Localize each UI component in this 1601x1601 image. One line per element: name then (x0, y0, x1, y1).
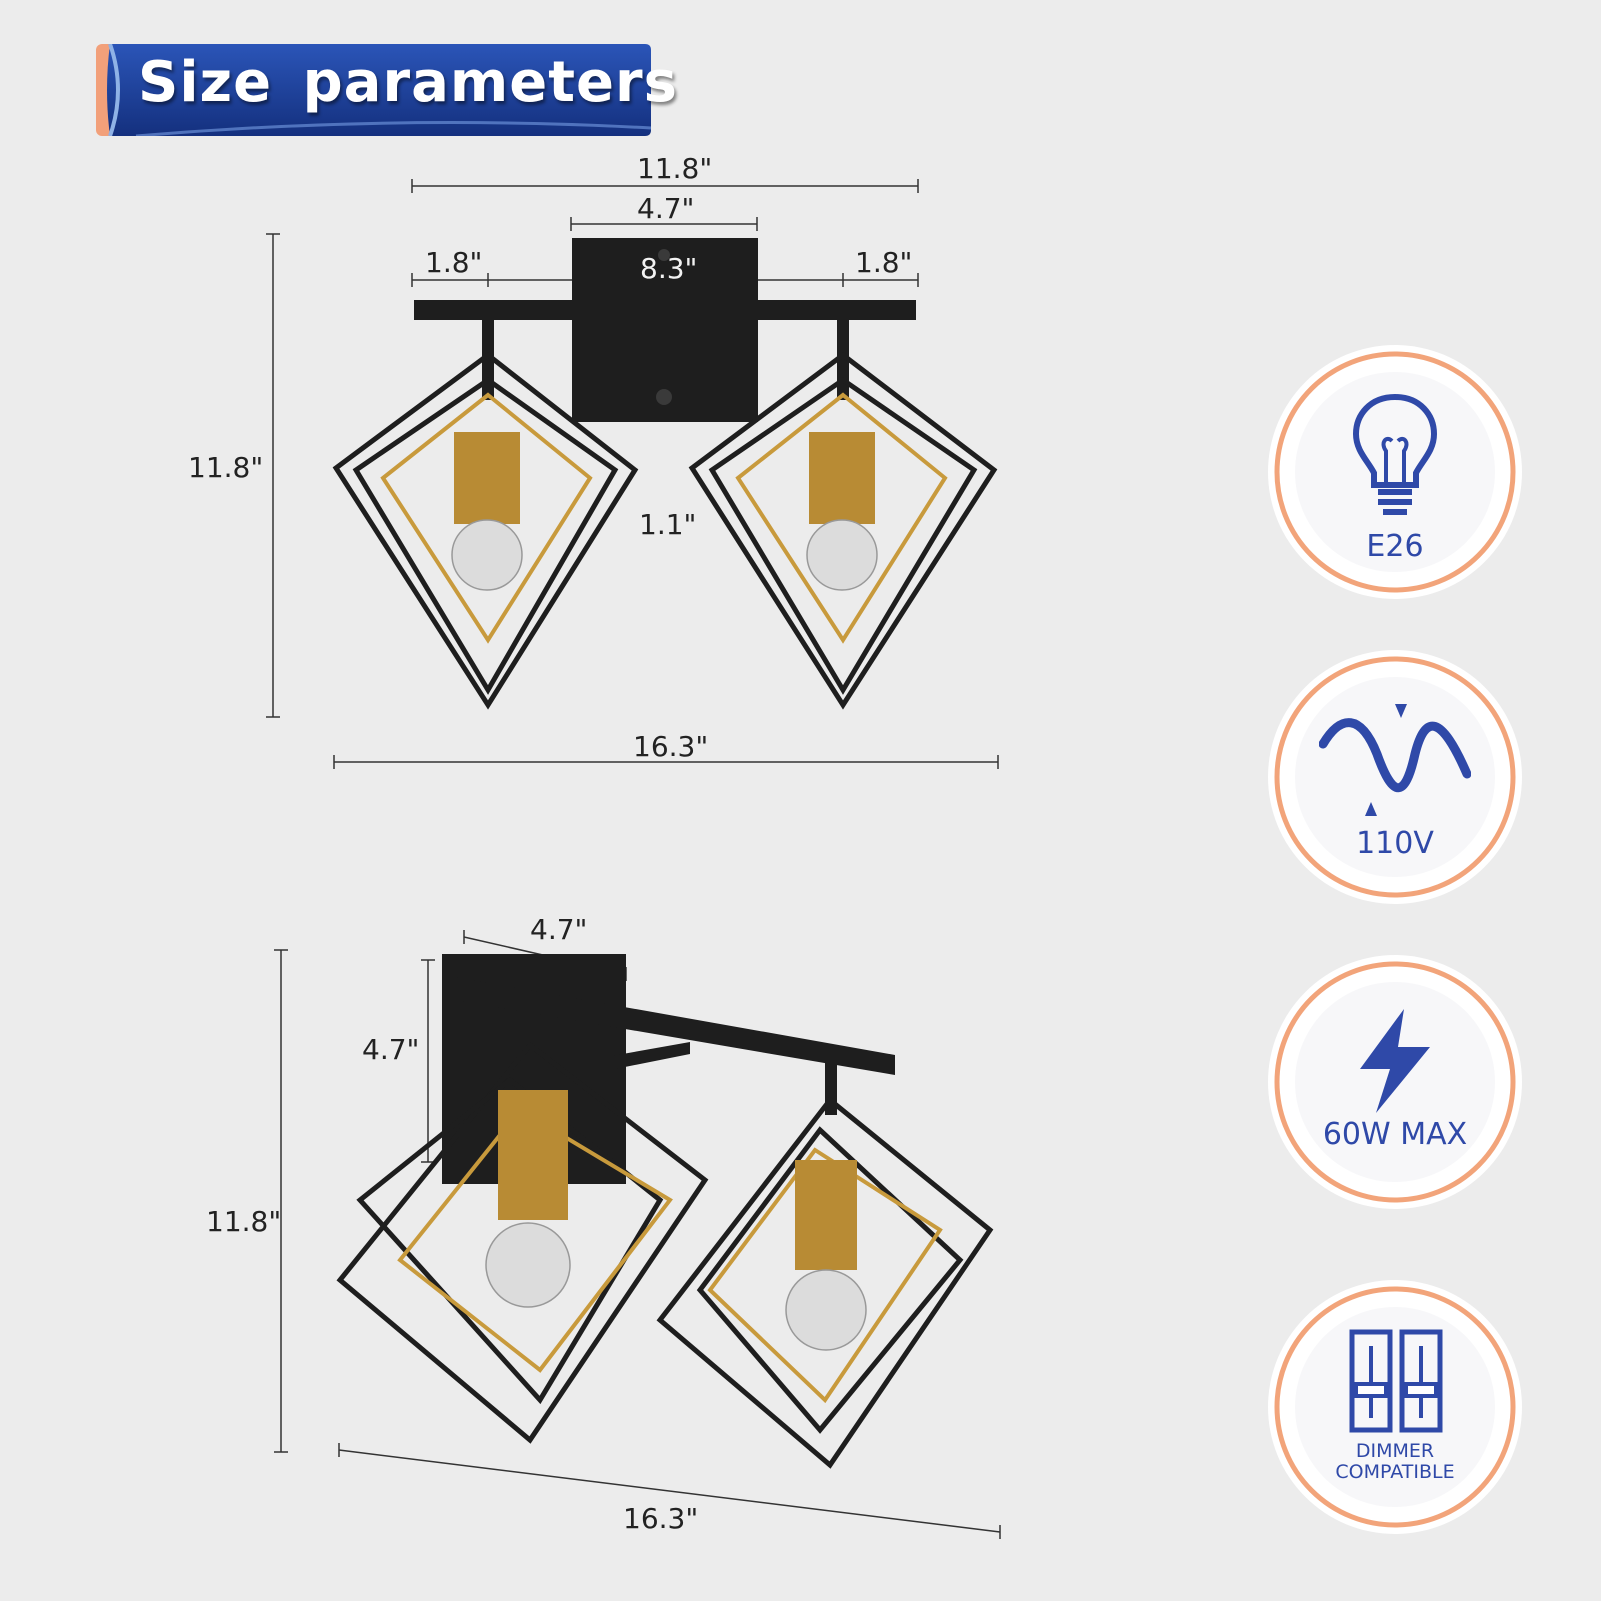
wave-icon (1319, 704, 1471, 816)
badge-60w: 60W MAX (1264, 951, 1526, 1213)
front-view-fixture (332, 238, 998, 710)
front-overall-width-label: 11.8" (637, 152, 713, 185)
lightning-icon (1360, 1009, 1430, 1113)
page-title: Size parameters (138, 50, 678, 115)
front-center-span-label: 8.3" (640, 252, 698, 285)
front-total-width-label: 16.3" (633, 730, 709, 763)
badge-dimmer: DIMMER COMPATIBLE (1264, 1276, 1526, 1538)
front-gap-label: 1.1" (639, 508, 697, 541)
dimmer-icon (1349, 1329, 1443, 1433)
front-height-label: 11.8" (188, 451, 264, 484)
front-right-arm-label: 1.8" (855, 246, 913, 279)
front-left-arm-label: 1.8" (425, 246, 483, 279)
header-banner (96, 43, 652, 138)
front-plate-width-label: 4.7" (637, 192, 695, 225)
banner-background (96, 43, 652, 138)
bulb-icon (1352, 393, 1438, 515)
badge-e26-label: E26 (1366, 529, 1424, 564)
badge-ring (1268, 345, 1522, 599)
badge-110v-label: 110V (1356, 826, 1434, 861)
badge-dimmer-label-line1: DIMMER (1355, 1440, 1435, 1462)
badge-dimmer-label-line2: COMPATIBLE (1335, 1461, 1455, 1483)
badge-e26: E26 (1264, 341, 1526, 603)
side-height-label: 11.8" (206, 1205, 282, 1238)
side-view-fixture (336, 954, 994, 1469)
badge-60w-label: 60W MAX (1322, 1117, 1468, 1152)
side-total-width-label: 16.3" (623, 1502, 699, 1535)
side-plate-depth-label: 4.7" (530, 913, 588, 946)
badge-110v: 110V (1264, 646, 1526, 908)
side-plate-height-label: 4.7" (362, 1033, 420, 1066)
badge-ring (1268, 1280, 1522, 1534)
